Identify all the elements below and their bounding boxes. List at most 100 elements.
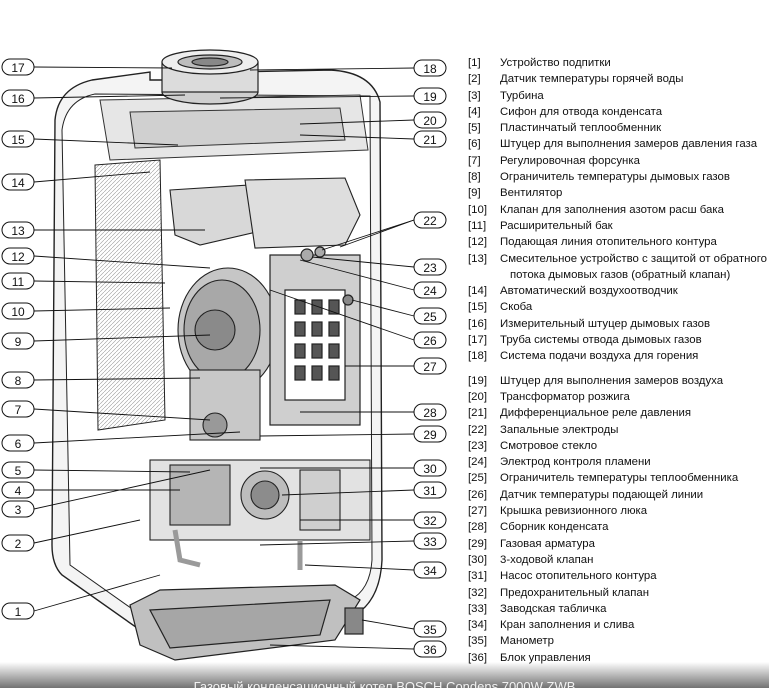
heat-exchanger bbox=[269, 246, 361, 426]
legend-item: [18]Система подачи воздуха для горения bbox=[468, 350, 699, 363]
svg-text:24: 24 bbox=[423, 284, 437, 298]
svg-text:18: 18 bbox=[423, 62, 437, 76]
callout-29: 29 bbox=[413, 425, 447, 443]
legend-item: [22]Запальные электроды bbox=[468, 423, 619, 436]
svg-text:17: 17 bbox=[11, 61, 25, 75]
legend-item: [5]Пластинчатый теплообменник bbox=[468, 122, 662, 135]
callout-4: 4 bbox=[1, 481, 35, 499]
callout-6: 6 bbox=[1, 434, 35, 452]
legend-item: [9]Вентилятор bbox=[468, 187, 563, 200]
legend-gap bbox=[468, 365, 768, 373]
callout-11: 11 bbox=[1, 272, 35, 290]
svg-text:12: 12 bbox=[11, 250, 25, 264]
svg-text:9: 9 bbox=[15, 335, 22, 349]
flue-pipe bbox=[161, 49, 259, 105]
callout-12: 12 bbox=[1, 247, 35, 265]
callout-15: 15 bbox=[1, 130, 35, 148]
legend-item: [34]Кран заполнения и слива bbox=[468, 619, 635, 632]
callout-24: 24 bbox=[413, 281, 447, 299]
legend-item: [14]Автоматический воздухоотводчик bbox=[468, 285, 678, 298]
legend-item: [3]Турбина bbox=[468, 89, 544, 102]
legend-item: [19]Штуцер для выполнения замеров воздух… bbox=[468, 374, 724, 387]
caption-bar: Газовый конденсационный котел BOSCH Cond… bbox=[0, 662, 769, 688]
legend-item: [15]Скоба bbox=[468, 301, 533, 314]
callout-18: 18 bbox=[413, 59, 447, 77]
svg-text:6: 6 bbox=[15, 437, 22, 451]
svg-text:28: 28 bbox=[423, 406, 437, 420]
legend-item: [29]Газовая арматура bbox=[468, 537, 595, 550]
svg-text:34: 34 bbox=[423, 564, 437, 578]
callout-26: 26 bbox=[413, 331, 447, 349]
svg-text:5: 5 bbox=[15, 464, 22, 478]
legend-item: [7]Регулировочная форсунка bbox=[468, 154, 640, 167]
legend-item: [6]Штуцер для выполнения замеров давлени… bbox=[468, 138, 758, 151]
callout-34: 34 bbox=[413, 561, 447, 579]
svg-text:20: 20 bbox=[423, 114, 437, 128]
callout-3: 3 bbox=[1, 500, 35, 518]
legend-item: [12]Подающая линия отопительного контура bbox=[468, 236, 717, 249]
legend-item: [20]Трансформатор розжига bbox=[468, 390, 630, 403]
svg-text:31: 31 bbox=[423, 484, 437, 498]
callout-32: 32 bbox=[413, 511, 447, 529]
svg-text:11: 11 bbox=[12, 275, 25, 289]
legend-item: [28]Сборник конденсата bbox=[468, 521, 609, 534]
svg-text:21: 21 bbox=[423, 133, 437, 147]
svg-text:27: 27 bbox=[423, 360, 437, 374]
callout-23: 23 bbox=[413, 258, 447, 276]
legend-item: [8]Ограничитель температуры дымовых газо… bbox=[468, 171, 730, 184]
callout-27: 27 bbox=[413, 357, 447, 375]
legend-item: [35]Манометр bbox=[468, 635, 554, 648]
svg-text:25: 25 bbox=[423, 310, 437, 324]
callout-16: 16 bbox=[1, 89, 35, 107]
callout-22: 22 bbox=[413, 211, 447, 229]
leader-lines bbox=[33, 66, 415, 650]
callout-28: 28 bbox=[413, 403, 447, 421]
svg-text:35: 35 bbox=[423, 623, 437, 637]
legend-item: [21]Дифференциальное реле давления bbox=[468, 407, 692, 420]
callout-20: 20 bbox=[413, 111, 447, 129]
callout-17: 17 bbox=[1, 58, 35, 76]
legend-item: [27]Крышка ревизионного люка bbox=[468, 505, 648, 518]
fan-housing bbox=[169, 184, 279, 393]
callouts-left: 17 16 15 14 13 12 11 10 9 8 7 6 5 4 3 2 … bbox=[1, 58, 35, 620]
svg-text:30: 30 bbox=[423, 462, 437, 476]
svg-text:7: 7 bbox=[15, 403, 22, 417]
legend-item: [10]Клапан для заполнения азотом расш ба… bbox=[468, 203, 724, 216]
hydraulic-block bbox=[149, 369, 371, 570]
svg-text:13: 13 bbox=[11, 224, 25, 238]
svg-text:23: 23 bbox=[423, 261, 437, 275]
legend-item: [16]Измерительный штуцер дымовых газов bbox=[468, 317, 711, 330]
callout-33: 33 bbox=[413, 532, 447, 550]
legend-item: [13]Смесительное устройство с защитой от… bbox=[468, 252, 767, 265]
control-unit bbox=[129, 584, 364, 661]
burner-hood bbox=[244, 177, 361, 249]
svg-text:16: 16 bbox=[11, 92, 25, 106]
callout-8: 8 bbox=[1, 371, 35, 389]
callout-14: 14 bbox=[1, 173, 35, 191]
callout-30: 30 bbox=[413, 459, 447, 477]
svg-text:36: 36 bbox=[423, 643, 437, 657]
callout-25: 25 bbox=[413, 307, 447, 325]
svg-text:8: 8 bbox=[15, 374, 22, 388]
callout-2: 2 bbox=[1, 534, 35, 552]
caption-text: Газовый конденсационный котел BOSCH Cond… bbox=[193, 680, 576, 688]
legend-item: [32]Предохранительный клапан bbox=[468, 586, 649, 599]
svg-text:1: 1 bbox=[15, 605, 22, 619]
svg-text:33: 33 bbox=[423, 535, 437, 549]
legend-item: [1]Устройство подпитки bbox=[468, 57, 611, 69]
parts-legend: [1]Устройство подпитки [2]Датчик темпера… bbox=[468, 55, 768, 666]
boiler-cutaway-diagram: 17 16 15 14 13 12 11 10 9 8 7 6 5 4 3 2 … bbox=[1, 49, 447, 661]
callout-31: 31 bbox=[413, 481, 447, 499]
legend-item: [33]Заводская табличка bbox=[468, 602, 607, 615]
legend-item: [2]Датчик температуры горячей воды bbox=[468, 73, 684, 86]
svg-text:14: 14 bbox=[11, 176, 25, 190]
legend-item: [31]Насос отопительного контура bbox=[468, 570, 657, 583]
svg-text:32: 32 bbox=[423, 514, 437, 528]
legend-item: [4]Сифон для отвода конденсата bbox=[468, 105, 663, 118]
svg-text:10: 10 bbox=[11, 305, 25, 319]
legend-item: [17]Труба системы отвода дымовых газов bbox=[468, 334, 702, 347]
legend-item: [30]3-ходовой клапан bbox=[468, 553, 594, 566]
svg-text:22: 22 bbox=[423, 214, 437, 228]
callout-10: 10 bbox=[1, 302, 35, 320]
legend-item: [11]Расширительный бак bbox=[468, 219, 613, 232]
